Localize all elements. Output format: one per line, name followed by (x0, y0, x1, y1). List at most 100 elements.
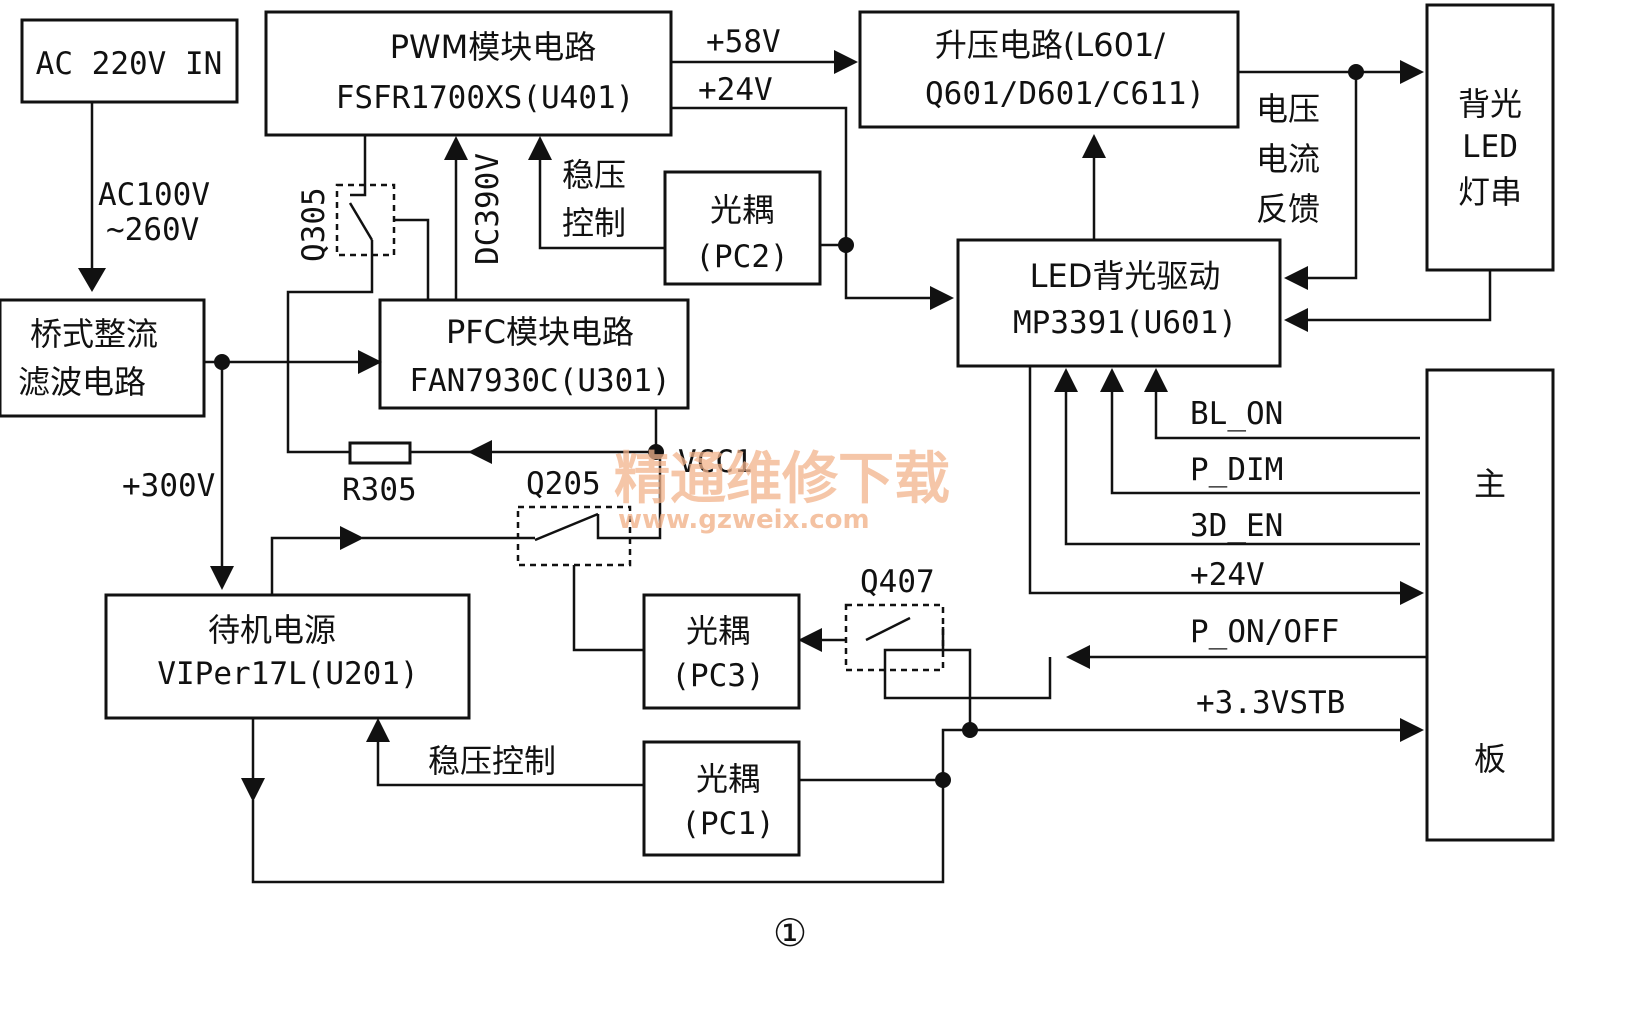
arrow-to-standby (210, 566, 234, 590)
optocoupler-pc3-box (642, 593, 801, 710)
feedback-label-2: 电流 (1256, 140, 1320, 178)
wire-q205-to-vcc1 (596, 452, 662, 540)
main-board-label-1: 主 (1474, 465, 1506, 503)
r305-label: R305 (342, 472, 417, 508)
led-driver-box (956, 238, 1282, 368)
wire-p-onoff-to-q407 (883, 627, 1052, 700)
arrow-p-onoff (1066, 645, 1090, 669)
dc390v-label: DC390V (470, 153, 506, 265)
arrow-58v (834, 50, 858, 74)
pc1-label-1: 光耦 (696, 760, 760, 798)
regulation-pwm-label-1: 稳压 (562, 156, 626, 194)
junction-pc1 (935, 772, 951, 788)
v33stb-label: +3.3VSTB (1196, 685, 1345, 721)
wire-bl-on (1154, 392, 1420, 440)
junction-24v (838, 237, 854, 253)
pc2-label-2: (PC2) (695, 239, 788, 275)
v300-label: +300V (122, 468, 215, 504)
arrow-bl-on (1144, 368, 1168, 392)
ac-range-label-2: ~260V (106, 212, 199, 248)
rectifier-label-2: 滤波电路 (18, 363, 146, 401)
standby-label-1: 待机电源 (208, 611, 336, 649)
arrow-p-dim (1100, 368, 1124, 392)
wire-feedback-1 (1308, 72, 1358, 280)
p-onoff-label: P_ON/OFF (1190, 614, 1339, 650)
v24-top-label: +24V (698, 72, 773, 108)
rectifier-label-1: 桥式整流 (30, 315, 158, 353)
wire-pc3-to-q205 (572, 565, 644, 652)
arrow-feedback-2 (1284, 308, 1308, 332)
wire-q305-loop (286, 255, 374, 454)
q305-contact (350, 170, 367, 197)
q205-blade (534, 512, 599, 542)
q305-blade (348, 202, 374, 241)
arrow-to-rectifier (78, 268, 106, 292)
standby-label-2: VIPer17L(U201) (157, 656, 418, 692)
arrow-to-pfc (358, 350, 382, 374)
pc3-label-1: 光耦 (686, 612, 750, 650)
pwm-label-2: FSFR1700XS(U401) (336, 80, 635, 116)
pc3-label-2: (PC3) (671, 658, 764, 694)
p-dim-label: P_DIM (1190, 452, 1283, 488)
rectifier-box (0, 298, 206, 418)
watermark-cn: 精通维修下载 (614, 446, 950, 512)
feedback-label-1: 电压 (1256, 90, 1320, 128)
arrow-to-boost (1082, 134, 1106, 158)
optocoupler-pc1-box (642, 740, 801, 857)
boost-circuit-box (858, 10, 1240, 129)
led-driver-label-2: MP3391(U601) (1013, 305, 1237, 341)
arrow-to-driver (930, 286, 954, 310)
wire-p-dim (1110, 392, 1420, 495)
watermark-url: www.gzweix.com (618, 505, 870, 535)
backlight-label-3: 灯串 (1458, 173, 1522, 211)
q407-switch (844, 603, 945, 672)
figure-number: ① (773, 911, 807, 955)
wire-24v-main (1028, 366, 1400, 595)
q205-label: Q205 (526, 466, 601, 502)
ac-range-label-1: AC100V (98, 177, 210, 213)
v58-label: +58V (706, 24, 781, 60)
wire-24v-to-driver (671, 106, 930, 300)
arrow-regulation-standby (366, 718, 390, 742)
pc2-label-1: 光耦 (710, 191, 774, 229)
bl-on-label: BL_ON (1190, 396, 1283, 432)
v24-main-label: +24V (1190, 557, 1265, 593)
pfc-label-1: PFC模块电路 (446, 313, 634, 351)
optocoupler-pc2-box (663, 170, 822, 286)
standby-power-box (104, 593, 471, 720)
junction-rectifier (214, 354, 230, 370)
regulation-pwm-label-2: 控制 (562, 204, 626, 242)
pfc-module-box (378, 298, 690, 410)
wire-3d-en (1064, 392, 1420, 546)
pfc-label-2: FAN7930C(U301) (409, 363, 670, 399)
arrow-3d-en (1054, 368, 1078, 392)
boost-label-2: Q601/D601/C611) (925, 76, 1205, 112)
vcc1-label: VCC1 (678, 444, 753, 480)
pc1-label-2: (PC1) (681, 806, 774, 842)
arrow-24v-main (1400, 581, 1424, 605)
junction-vcc1 (648, 444, 664, 460)
feedback-label-3: 反馈 (1256, 190, 1320, 228)
main-board-box (1425, 368, 1555, 842)
wire-stb-loop (251, 728, 970, 884)
regulation-standby-label: 稳压控制 (428, 742, 556, 780)
backlight-led-string-box (1425, 3, 1555, 272)
arrow-33vstb (1400, 718, 1424, 742)
wire-pc2-to-pwm (538, 158, 665, 250)
arrow-to-r305 (468, 440, 492, 464)
q305-label: Q305 (296, 187, 332, 262)
junction-33vstb (962, 722, 978, 738)
wire-q407-to-stb (943, 648, 972, 730)
pwm-label-1: PWM模块电路 (390, 28, 597, 66)
wire-standby-to-q205 (270, 536, 340, 595)
backlight-label-1: 背光 (1458, 85, 1522, 123)
wire-q305-to-pfc (394, 218, 430, 300)
arrow-to-pc3 (798, 628, 822, 652)
wire-pc1-to-standby (376, 740, 644, 787)
arrow-feedback-1 (1284, 266, 1308, 290)
ac-input-box (20, 18, 239, 104)
3d-en-label: 3D_EN (1190, 508, 1283, 544)
arrow-to-led (1400, 60, 1424, 84)
arrow-standby-down (241, 778, 265, 802)
